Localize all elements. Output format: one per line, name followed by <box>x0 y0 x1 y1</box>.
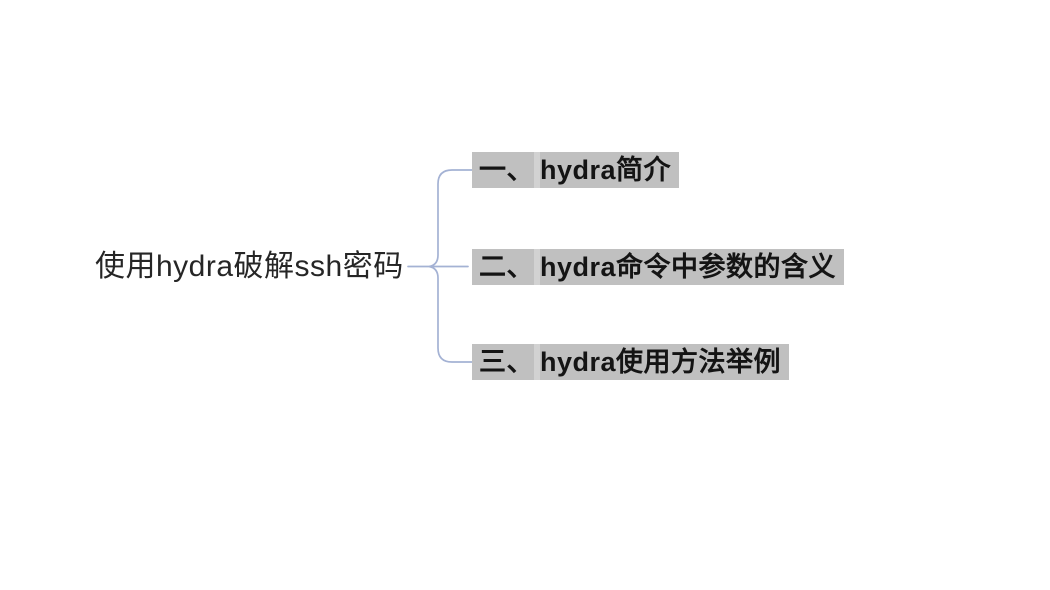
branch-topic-3: 三、 hydra使用方法举例 <box>472 344 790 380</box>
branch-topic-1: 一、 hydra简介 <box>472 152 680 188</box>
brace-connector <box>407 169 473 363</box>
branch-2-number: 二、 <box>472 249 534 285</box>
branch-3-number: 三、 <box>472 344 534 380</box>
brace-connector-path <box>407 169 473 363</box>
highlight-gap <box>534 344 540 380</box>
branch-topic-2: 二、 hydra命令中参数的含义 <box>472 249 845 285</box>
root-topic: 使用hydra破解ssh密码 <box>95 250 404 283</box>
branch-3-label: hydra使用方法举例 <box>540 344 790 380</box>
highlight-gap <box>534 152 540 188</box>
branch-2-label: hydra命令中参数的含义 <box>540 249 845 285</box>
highlight-gap <box>534 249 540 285</box>
branch-1-label: hydra简介 <box>540 152 680 188</box>
branch-1-number: 一、 <box>472 152 534 188</box>
